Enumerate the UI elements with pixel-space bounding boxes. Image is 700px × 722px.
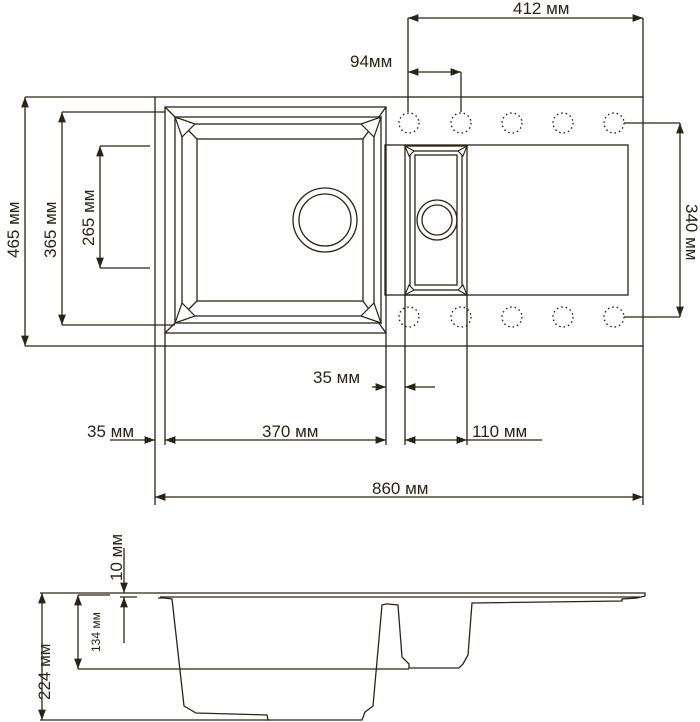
dimension-lines — [21, 14, 684, 505]
dim-265: 265 мм — [79, 190, 98, 246]
dim-134: 134 мм — [89, 612, 103, 652]
dim-224: 224 мм — [35, 644, 54, 700]
dim-370: 370 мм — [262, 422, 318, 441]
dim-465: 465 мм — [4, 202, 23, 258]
dim-860: 860 мм — [372, 479, 428, 498]
dim-10: 10 мм — [107, 534, 126, 581]
dim-110: 110 мм — [472, 422, 527, 441]
dim-35-divider: 35 мм — [313, 368, 360, 387]
side-view: 224 мм 134 мм 10 мм — [35, 534, 646, 721]
dim-365: 365 мм — [41, 202, 60, 258]
top-view: 412 мм 94мм 465 мм 365 мм 265 мм 340 мм … — [4, 0, 700, 505]
dim-340: 340 мм — [682, 204, 700, 260]
small-bowl — [403, 144, 469, 297]
dim-35-edge: 35 мм — [87, 422, 134, 441]
main-drain-icon — [292, 187, 358, 253]
sink-outline — [154, 96, 644, 347]
dim-94: 94мм — [350, 52, 392, 71]
small-drain-icon — [416, 199, 458, 241]
dim-412: 412 мм — [513, 0, 569, 18]
drainboard — [384, 144, 629, 296]
main-bowl — [164, 106, 387, 334]
